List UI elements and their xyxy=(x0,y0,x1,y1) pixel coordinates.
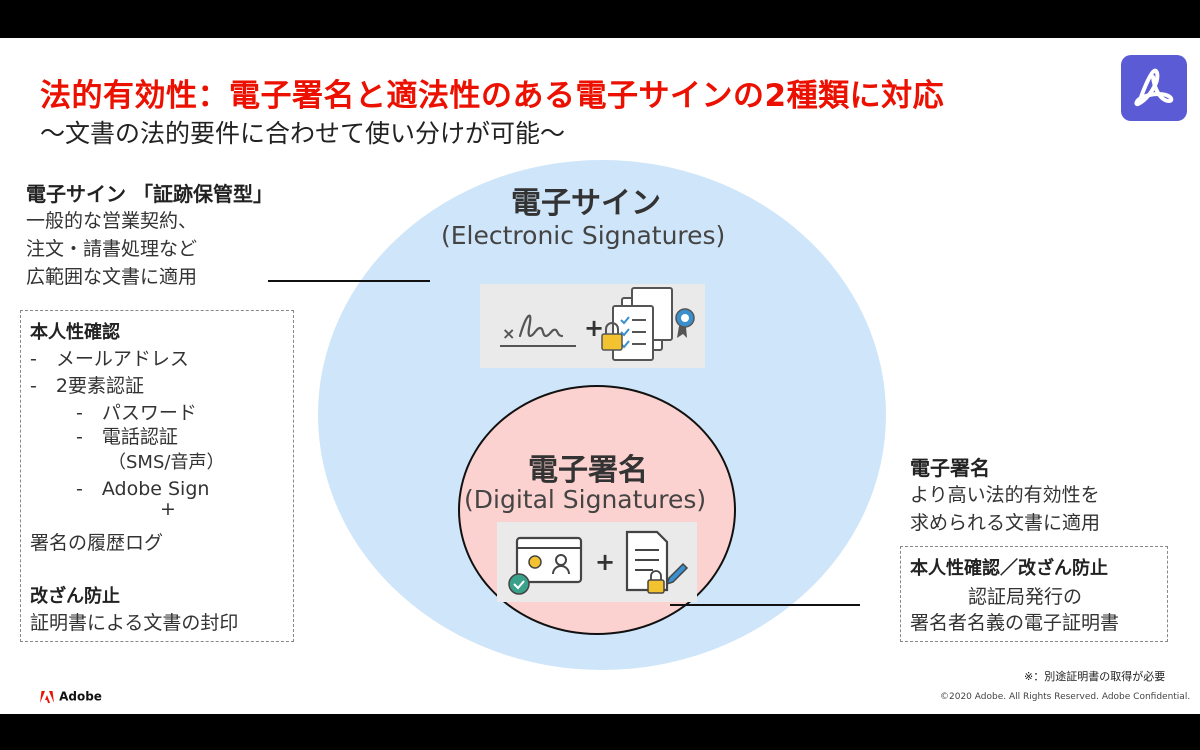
left-panel-line: 広範囲な文書に適用 xyxy=(26,266,198,288)
right-requirements-box xyxy=(900,546,1168,642)
requirement-item: - 2要素認証 xyxy=(30,375,144,397)
copyright: ©2020 Adobe. All Rights Reserved. Adobe … xyxy=(940,692,1191,702)
plus-sign: + xyxy=(160,498,176,520)
tamper-prevention-text: 証明書による文書の封印 xyxy=(30,612,239,634)
digital-signatures-subheading: (Digital Signatures) xyxy=(464,485,707,514)
electronic-signature-illustration: × + xyxy=(480,284,705,368)
adobe-logo-icon xyxy=(40,690,54,703)
right-panel-line: 求められる文書に適用 xyxy=(910,512,1101,534)
requirement-subitem-note: （SMS/音声） xyxy=(108,452,225,473)
left-connector-line xyxy=(268,280,430,282)
signed-document-icon xyxy=(625,530,689,594)
requirement-subitem: - パスワード xyxy=(76,402,197,424)
certificate-card-icon xyxy=(508,536,583,595)
left-panel-line: 一般的な営業契約、 xyxy=(26,210,198,232)
svg-text:+: + xyxy=(595,548,615,576)
svg-text:×: × xyxy=(502,324,515,343)
slide: 法的有効性：電子署名と適法性のある電子サインの2種類に対応 ～文書の法的要件に合… xyxy=(0,38,1200,714)
certified-document-icon xyxy=(601,287,695,361)
left-panel-heading: 電子サイン 「証跡保管型」 xyxy=(26,182,273,206)
signature-line-icon: × xyxy=(500,314,576,347)
electronic-signatures-subheading: (Electronic Signatures) xyxy=(441,221,726,250)
left-panel-line: 注文・請書処理など xyxy=(26,238,198,260)
right-panel-line: より高い法的有効性を xyxy=(910,484,1100,506)
signer-certificate-line: 署名者名義の電子証明書 xyxy=(910,612,1120,634)
signature-history-log: 署名の履歴ログ xyxy=(30,532,164,554)
acrobat-logo-icon xyxy=(1121,55,1187,121)
svg-text:+: + xyxy=(584,314,604,342)
identity-tamper-title: 本人性確認／改ざん防止 xyxy=(910,558,1108,579)
right-panel-heading: 電子署名 xyxy=(910,456,990,480)
requirement-item: - メールアドレス xyxy=(30,348,189,370)
left-requirements-box xyxy=(20,310,294,642)
requirement-subitem: - Adobe Sign xyxy=(76,478,210,500)
slide-subtitle: ～文書の法的要件に合わせて使い分けが可能～ xyxy=(40,119,566,148)
requirement-subitem: - 電話認証 xyxy=(76,426,178,448)
digital-signatures-heading: 電子署名 xyxy=(528,453,648,488)
right-connector-line xyxy=(670,604,860,606)
identity-verification-title: 本人性確認 xyxy=(30,322,120,343)
digital-signature-illustration: + xyxy=(497,522,697,602)
adobe-logo: Adobe xyxy=(40,686,102,705)
slide-title: 法的有効性：電子署名と適法性のある電子サインの2種類に対応 xyxy=(40,78,945,114)
certificate-authority-line: 認証局発行の xyxy=(968,586,1083,608)
tamper-prevention-title: 改ざん防止 xyxy=(30,586,120,607)
footer-note: ※：別途証明書の取得が必要 xyxy=(1024,670,1166,683)
adobe-wordmark: Adobe xyxy=(59,689,102,704)
electronic-signatures-heading: 電子サイン xyxy=(511,186,661,221)
